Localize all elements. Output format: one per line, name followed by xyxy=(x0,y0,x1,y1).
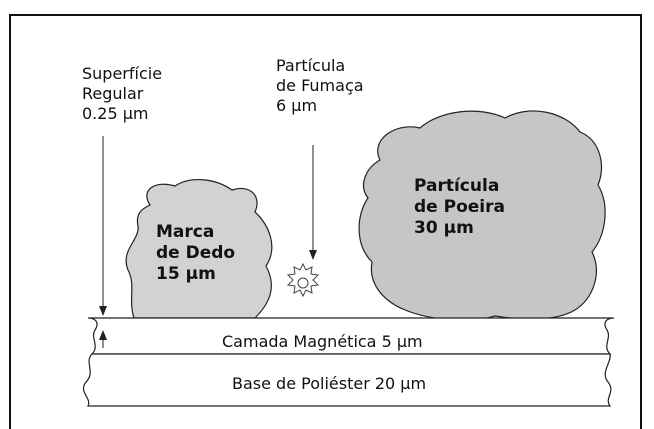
fingerprint-blob xyxy=(125,179,273,319)
polyester-base xyxy=(82,353,612,407)
label-base: Base de Poliéster 20 µm xyxy=(232,374,427,393)
label-camada: Camada Magnética 5 µm xyxy=(222,332,423,351)
label-fumaca: Partícula de Fumaça 6 µm xyxy=(276,56,364,115)
dust-blob xyxy=(358,110,606,321)
label-superficie: Superfície Regular 0.25 µm xyxy=(82,64,163,123)
smoke-particle xyxy=(286,262,320,298)
label-dedo: Marca de Dedo 15 µm xyxy=(156,222,236,284)
label-poeira: Partícula de Poeira 30 µm xyxy=(414,176,505,238)
diagram-frame xyxy=(9,14,642,429)
